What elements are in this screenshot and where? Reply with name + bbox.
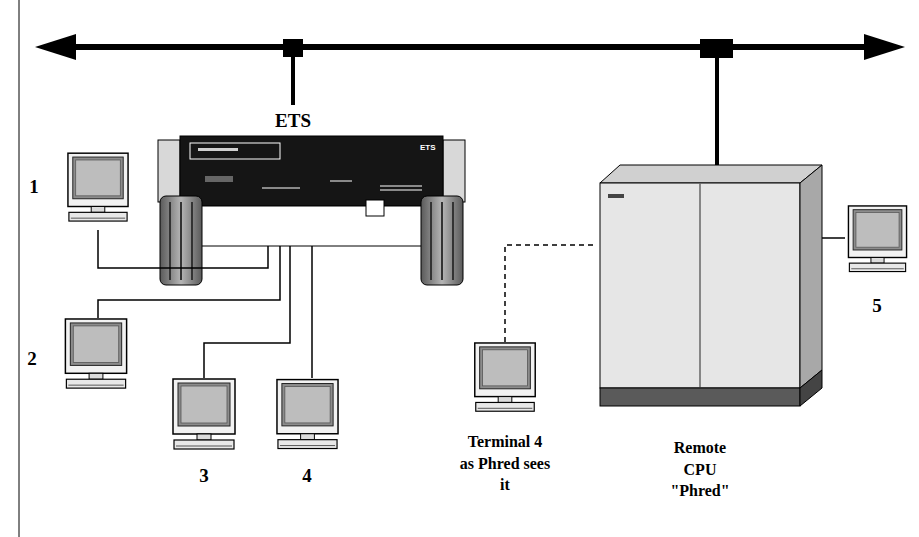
terminal: 4 — [275, 378, 340, 458]
remote-cpu: Remote CPU "Phred" — [596, 165, 822, 406]
terminal: 3 — [170, 378, 238, 458]
virtual-link — [505, 245, 596, 342]
callout-number: 5 — [865, 293, 889, 319]
terminal: 2 — [62, 318, 130, 397]
callout-number: 2 — [20, 346, 44, 372]
serial-cable — [98, 246, 280, 318]
device-label: Remote CPU "Phred" — [665, 437, 735, 502]
callout-number: 1 — [22, 174, 46, 200]
cpu-cabinet — [600, 165, 822, 406]
serial-cable — [311, 246, 313, 378]
terminal: 5 — [845, 205, 910, 280]
device-label: ETS — [263, 108, 323, 134]
terminal-server: ETS — [158, 105, 465, 246]
terminal: Terminal 4 as Phred sees it — [470, 342, 540, 420]
terminal-icons — [65, 153, 906, 449]
serial-cable — [98, 230, 268, 268]
callout-number: 3 — [192, 463, 216, 489]
device-label: Terminal 4 as Phred sees it — [459, 431, 551, 496]
callout-number: 4 — [295, 463, 319, 489]
panel-logo: ETS — [420, 144, 436, 152]
terminal: 1 — [66, 152, 130, 230]
serial-cable — [822, 237, 845, 239]
frame-line — [19, 0, 20, 537]
serial-cable — [293, 47, 717, 165]
serial-cable — [204, 246, 290, 378]
